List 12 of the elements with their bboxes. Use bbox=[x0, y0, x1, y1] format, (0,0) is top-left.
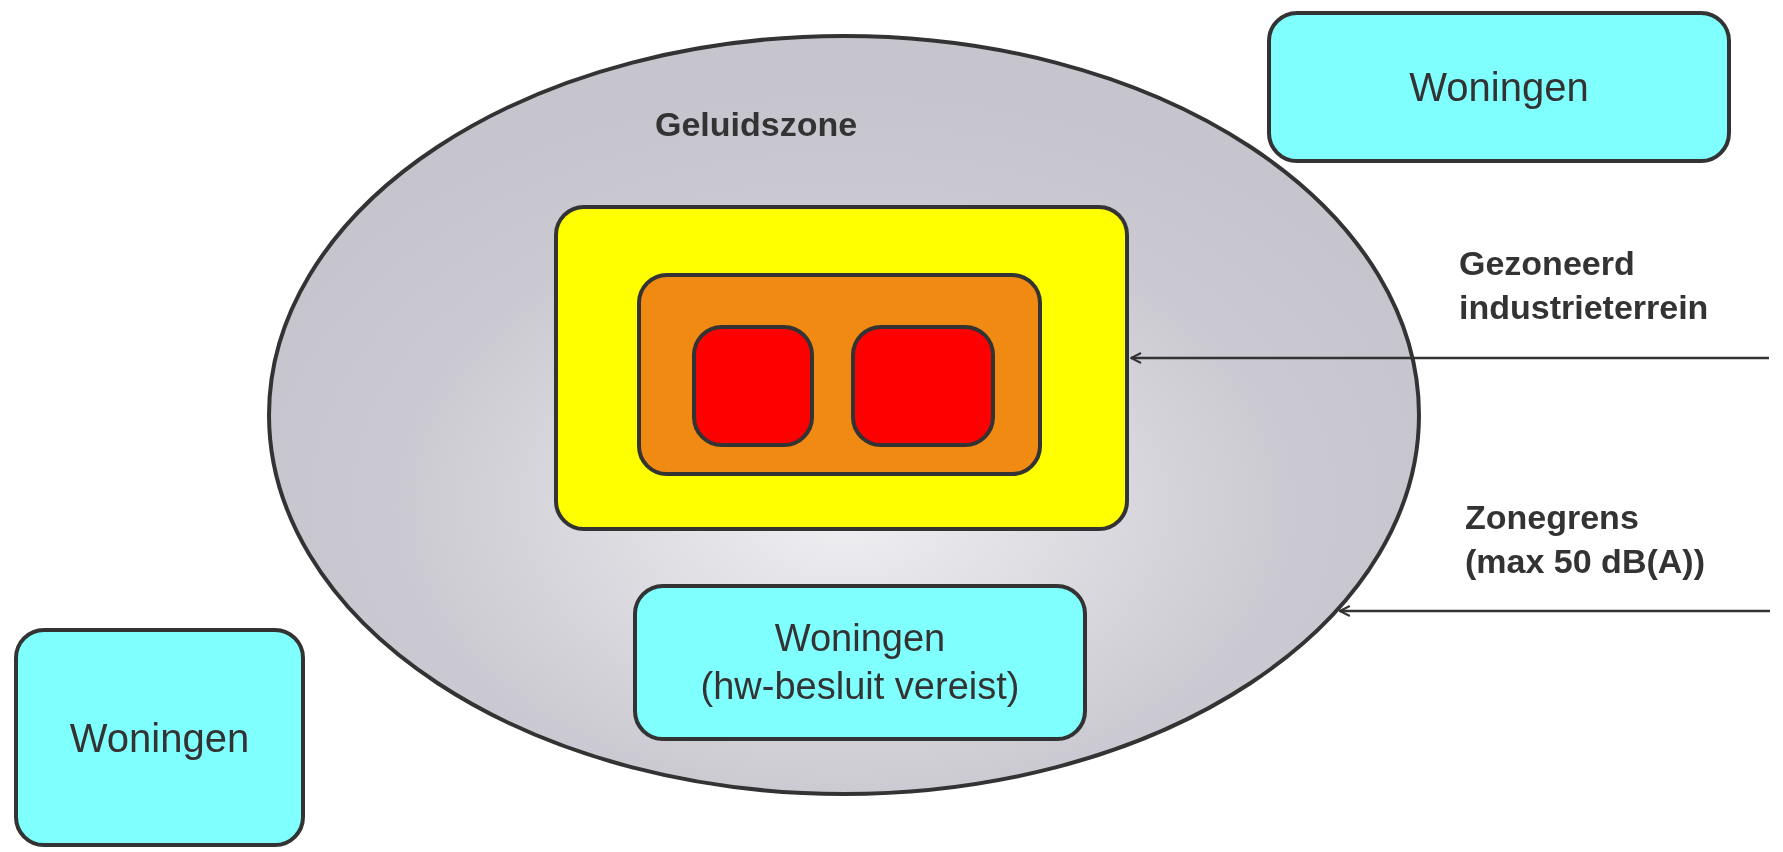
industrial-area-box bbox=[554, 205, 1129, 531]
leader-arrow bbox=[1338, 605, 1770, 617]
company-block bbox=[692, 325, 814, 447]
housing-box: Woningen bbox=[14, 628, 305, 847]
housing-box: Woningen bbox=[1267, 11, 1731, 163]
housing-box: Woningen (hw-besluit vereist) bbox=[633, 584, 1087, 741]
zone-label: Geluidszone bbox=[655, 104, 858, 145]
company-site-box bbox=[637, 273, 1042, 476]
leader-label: Gezoneerd industrieterrein bbox=[1459, 241, 1775, 358]
leader-arrow bbox=[1130, 352, 1769, 364]
leader-label: Zonegrens (max 50 dB(A)) bbox=[1465, 495, 1776, 611]
company-block bbox=[851, 325, 995, 447]
